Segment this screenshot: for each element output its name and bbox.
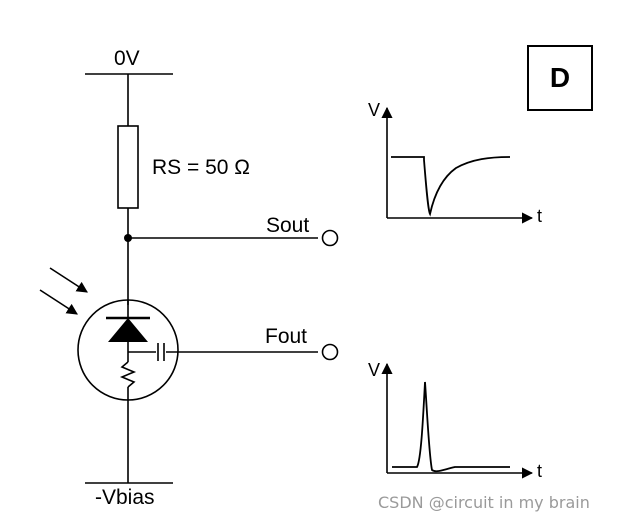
resistor-rs bbox=[117, 125, 139, 209]
resistor-label: RS = 50 Ω bbox=[152, 156, 250, 179]
sout-terminal bbox=[321, 229, 339, 247]
photodiode-triangle bbox=[108, 318, 148, 342]
sout-slow-pulse-trace bbox=[391, 156, 511, 217]
bottom-graph-x-label: t bbox=[537, 461, 543, 481]
top-graph-y-label: V bbox=[368, 100, 381, 120]
fout-waveform-graph bbox=[381, 362, 534, 479]
supply-label: 0V bbox=[114, 47, 140, 70]
fout-label: Fout bbox=[265, 325, 308, 348]
junction-dot bbox=[124, 234, 132, 242]
sout-label: Sout bbox=[266, 214, 310, 237]
bottom-graph-y-label: V bbox=[368, 360, 381, 380]
sout-waveform-graph bbox=[381, 106, 534, 224]
fout-fast-pulse-trace bbox=[392, 381, 510, 473]
light-arrow-icon bbox=[49, 267, 88, 293]
top-graph-x-label: t bbox=[537, 206, 543, 226]
quench-resistor bbox=[119, 361, 137, 388]
fout-terminal bbox=[321, 343, 339, 361]
watermark: CSDN @circuit in my brain bbox=[378, 493, 590, 512]
light-arrow-icon bbox=[39, 289, 78, 315]
panel-tag: D bbox=[527, 45, 593, 111]
bias-label: -Vbias bbox=[95, 486, 155, 509]
